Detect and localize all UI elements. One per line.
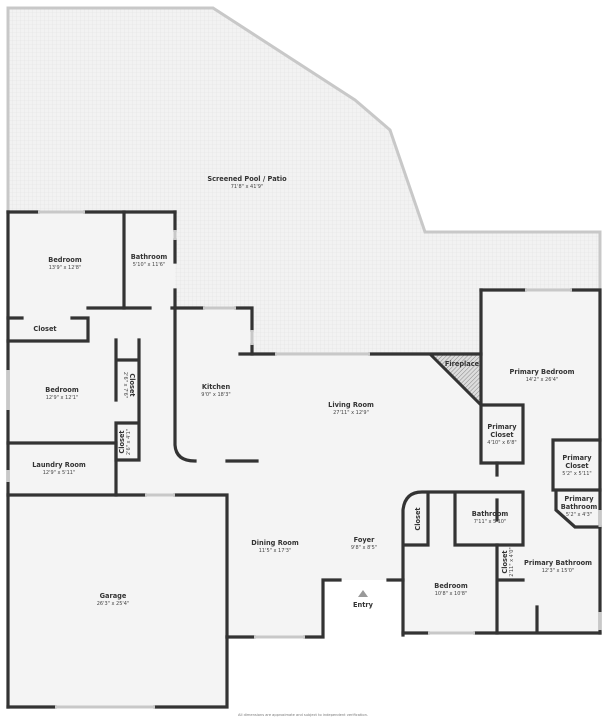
- room-dims-bathroom2: 7'11" x 5'10": [474, 519, 507, 525]
- room-dims-closet3: 2'6" x 4'1": [126, 429, 132, 455]
- room-name-closet1: Closet: [33, 325, 56, 333]
- room-dims-primary-closet1: 4'10" x 6'8": [487, 440, 516, 446]
- room-dims-primary-bathroom-small: 5'2" x 4'3": [566, 512, 592, 518]
- room-name-closet3: Closet: [118, 430, 126, 453]
- room-name-dining: Dining Room: [251, 539, 299, 547]
- footer-disclaimer: All dimensions are approximate and subje…: [238, 713, 368, 717]
- room-name-living: Living Room: [328, 401, 374, 409]
- room-name-closet5: Closet: [501, 550, 509, 573]
- room-name-primary-bathroom-small-2: Bathroom: [561, 503, 598, 511]
- room-name-primary-closet1-2: Closet: [490, 431, 513, 439]
- patio-area: [8, 8, 600, 354]
- room-name-bathroom2: Bathroom: [472, 510, 509, 518]
- entry-arrow-icon: [358, 590, 368, 597]
- room-name-bathroom1: Bathroom: [131, 253, 168, 261]
- room-name-laundry: Laundry Room: [32, 461, 86, 469]
- walls: [6, 210, 602, 709]
- room-name-primary-closet2-2: Closet: [565, 462, 588, 470]
- room-dims-closet5: 2'11" x 4'0": [509, 547, 515, 576]
- room-dims-bathroom1: 5'10" x 11'6": [133, 262, 166, 268]
- room-name-primary-bathroom: Primary Bathroom: [524, 559, 592, 567]
- room-name-primary-closet1: Primary: [487, 423, 517, 431]
- room-name-primary-closet2: Primary: [562, 454, 592, 462]
- room-dims-kitchen: 9'0" x 18'3": [201, 392, 230, 398]
- room-name-primary-bedroom: Primary Bedroom: [510, 368, 575, 376]
- room-dims-patio: 71'8" x 41'9": [231, 184, 264, 190]
- room-dims-primary-bathroom: 12'3" x 15'0": [542, 568, 575, 574]
- room-name-fireplace: Fireplace: [445, 360, 480, 368]
- room-dims-bedroom2: 12'9" x 12'1": [46, 395, 79, 401]
- room-dims-primary-bedroom: 14'2" x 26'4": [526, 377, 559, 383]
- room-name-bedroom2: Bedroom: [45, 386, 79, 394]
- patio-screen: [6, 6, 602, 290]
- room-dims-bedroom1: 13'9" x 12'8": [49, 265, 82, 271]
- room-name-primary-bathroom-small: Primary: [564, 495, 594, 503]
- room-dims-living: 27'11" x 12'9": [333, 410, 369, 416]
- room-dims-primary-closet2: 5'2" x 5'11": [562, 471, 591, 477]
- room-dims-garage: 26'3" x 25'4": [97, 601, 130, 607]
- room-dims-closet2: 2'6" x 7'6": [122, 372, 128, 398]
- room-dims-foyer: 9'8" x 8'5": [351, 545, 377, 551]
- room-name-bedroom1: Bedroom: [48, 256, 82, 264]
- room-name-bedroom3: Bedroom: [434, 582, 468, 590]
- room-name-foyer: Foyer: [354, 536, 376, 544]
- room-name-closet4: Closet: [414, 507, 422, 530]
- house-floor: [8, 212, 600, 707]
- room-dims-bedroom3: 10'8" x 10'8": [435, 591, 468, 597]
- room-name-patio: Screened Pool / Patio: [207, 175, 287, 183]
- room-name-kitchen: Kitchen: [202, 383, 231, 391]
- room-name-garage: Garage: [100, 592, 127, 600]
- entry-porch: [323, 580, 403, 637]
- windows: [6, 210, 602, 709]
- room-dims-laundry: 12'9" x 5'11": [43, 470, 76, 476]
- room-dims-dining: 11'5" x 17'3": [259, 548, 292, 554]
- room-name-entry: Entry: [353, 601, 374, 609]
- room-name-closet2: Closet: [128, 373, 136, 396]
